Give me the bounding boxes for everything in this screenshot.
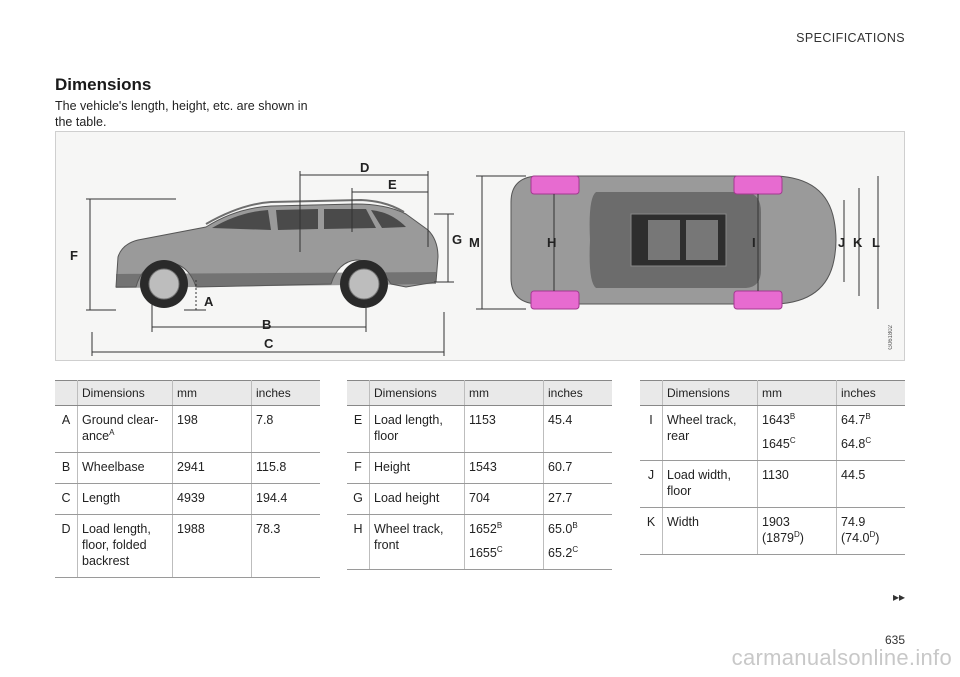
col-mm: mm [172, 380, 252, 406]
label-m: M [469, 235, 480, 250]
label-k: K [853, 235, 863, 250]
continue-arrows-icon: ▸▸ [892, 590, 905, 604]
dimensions-table-2: Dimensions mm inches E Load length, floo… [347, 380, 612, 570]
col-inches: inches [543, 380, 612, 406]
label-c: C [264, 336, 274, 351]
table-row: K Width 1903 (1879D) 74.9 (74.0D) [640, 507, 905, 555]
table-row: B Wheelbase 2941 115.8 [55, 452, 320, 484]
dimensions-figure: D E F G A B C M H I J K L G061802 [55, 131, 905, 361]
car-top-view [510, 175, 837, 310]
car-side-view [115, 198, 439, 311]
col-inches: inches [251, 380, 320, 406]
table-row: F Height 1543 60.7 [347, 452, 612, 484]
table-row: J Load width, floor 1130 44.5 [640, 460, 905, 508]
figure-code: G061802 [888, 325, 894, 350]
table-row: E Load length, floor 1153 45.4 [347, 405, 612, 453]
label-j: J [838, 235, 845, 250]
watermark: carmanualsonline.info [731, 645, 952, 670]
col-dimensions: Dimensions [662, 380, 758, 406]
label-b: B [262, 317, 271, 332]
section-header: SPECIFICATIONS [796, 31, 905, 45]
label-g: G [452, 232, 462, 247]
label-a: A [204, 294, 214, 309]
col-dimensions: Dimensions [369, 380, 465, 406]
label-e: E [388, 177, 397, 192]
col-mm: mm [757, 380, 837, 406]
label-i: I [752, 235, 756, 250]
table-row: G Load height 704 27.7 [347, 483, 612, 515]
col-inches: inches [836, 380, 905, 406]
label-f: F [70, 248, 78, 263]
table-row: C Length 4939 194.4 [55, 483, 320, 515]
table-row: A Ground clear-anceA 198 7.8 [55, 405, 320, 453]
table-row: I Wheel track, rear 1643B 1645C 64.7B 64… [640, 405, 905, 461]
top-dimension-lines [476, 175, 879, 310]
page-number: 635 [884, 633, 905, 647]
label-l: L [872, 235, 880, 250]
intro-text: The vehicle's length, height, etc. are s… [55, 99, 308, 129]
col-dimensions: Dimensions [77, 380, 173, 406]
side-dimension-lines [86, 171, 454, 356]
col-mm: mm [464, 380, 544, 406]
dimensions-table-1: Dimensions mm inches A Ground clear-ance… [55, 380, 320, 578]
dimensions-table-3: Dimensions mm inches I Wheel track, rear… [640, 380, 905, 555]
table-row: D Load length, floor, folded backrest 19… [55, 514, 320, 578]
dimensions-diagram: D E F G A B C M H I J K L [70, 160, 880, 356]
page-title: Dimensions [55, 75, 152, 94]
table-row: H Wheel track, front 1652B 1655C 65.0B 6… [347, 514, 612, 570]
label-h: H [547, 235, 556, 250]
label-d: D [360, 160, 369, 175]
